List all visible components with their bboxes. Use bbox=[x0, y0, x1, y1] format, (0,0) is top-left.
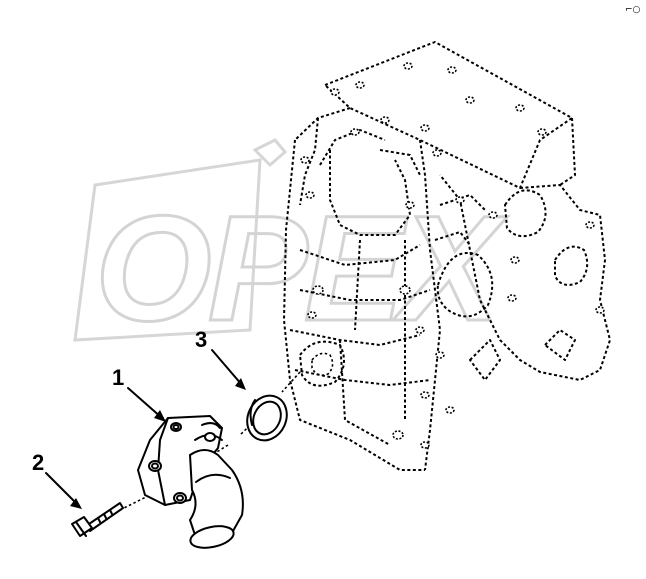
leader-arrows bbox=[45, 349, 246, 509]
watermark: OPEX bbox=[73, 138, 513, 354]
callout-1: 1 bbox=[112, 365, 124, 390]
engine-block bbox=[283, 41, 611, 471]
callout-3: 3 bbox=[195, 327, 207, 352]
bolt-part-2 bbox=[71, 502, 124, 537]
callout-2: 2 bbox=[32, 450, 44, 475]
thermostat-housing-part-1 bbox=[137, 415, 244, 549]
corner-mark: ⌐○ bbox=[625, 5, 641, 15]
seal-ring-part-3 bbox=[246, 394, 288, 442]
watermark-text: OPEX bbox=[95, 184, 508, 352]
